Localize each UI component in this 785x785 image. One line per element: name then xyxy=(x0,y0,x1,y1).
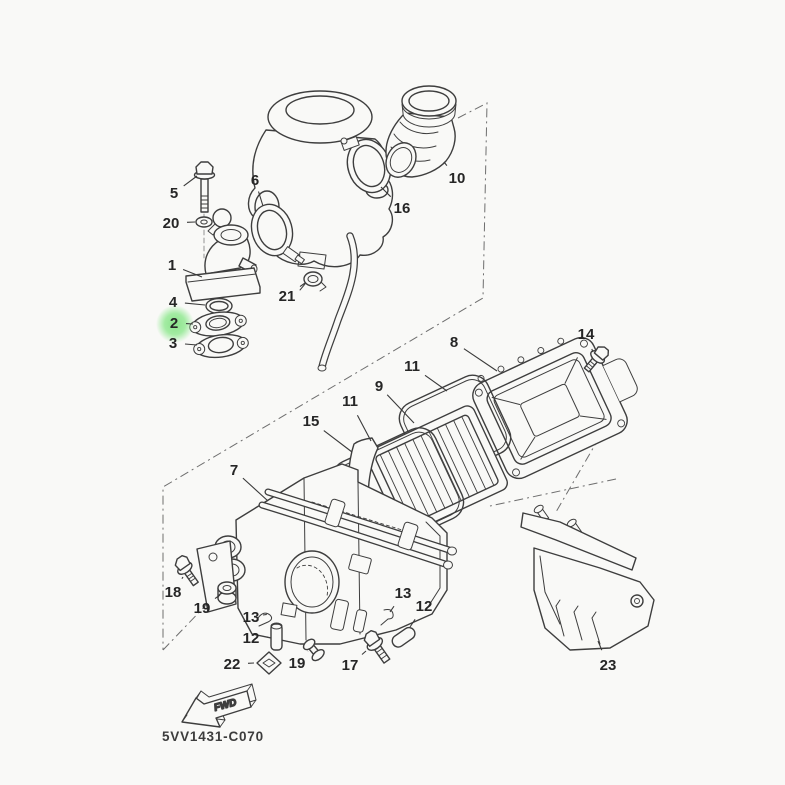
callout-label-3: 3 xyxy=(169,335,177,352)
tube-12-drawing xyxy=(270,622,283,651)
grommet-19-drawing xyxy=(217,581,237,605)
callout-leader-23 xyxy=(597,640,603,651)
case-7-drawing xyxy=(196,463,457,645)
callout-leader-16 xyxy=(380,186,392,198)
joint-1-drawing xyxy=(185,224,261,302)
callout-label-15: 15 xyxy=(303,413,320,430)
duct-10-drawing xyxy=(385,85,457,178)
callout-leader-15 xyxy=(323,430,353,453)
hose-drawing xyxy=(317,232,358,372)
callout-label-23: 23 xyxy=(600,657,617,674)
callout-label-7: 7 xyxy=(230,462,238,479)
callout-leader-10 xyxy=(443,161,448,166)
callout-leader-14 xyxy=(591,348,594,353)
fastener-19-drawing xyxy=(302,638,325,662)
callout-leader-13 xyxy=(262,613,267,616)
callout-leader-8 xyxy=(463,348,498,372)
clip-13-right-drawing xyxy=(380,609,394,626)
callout-leader-11 xyxy=(356,414,372,442)
bolt-17-drawing xyxy=(363,629,391,664)
callout-label-13: 13 xyxy=(395,585,412,602)
highlight-marker xyxy=(156,305,194,343)
clamp-6-drawing xyxy=(250,203,305,265)
callout-label-21: 21 xyxy=(279,288,296,305)
cap-12-drawing xyxy=(391,626,416,648)
callout-leader-4 xyxy=(184,302,206,306)
callout-label-4: 4 xyxy=(169,294,178,311)
callout-leader-12 xyxy=(409,618,416,628)
callout-label-19: 19 xyxy=(289,655,306,672)
clip-13-left-drawing xyxy=(257,612,273,627)
bracket-23-drawing xyxy=(520,504,655,651)
callout-label-5: 5 xyxy=(170,185,178,202)
cover-8-drawing xyxy=(472,336,638,480)
callout-label-2: 2 xyxy=(170,315,178,332)
callout-label-18: 18 xyxy=(165,584,182,601)
callout-leader-18 xyxy=(181,576,184,579)
callout-label-12: 12 xyxy=(416,598,433,615)
callout-leader-9 xyxy=(386,394,415,424)
bolt-14-drawing xyxy=(583,346,610,373)
oring-4-drawing xyxy=(205,297,233,315)
callout-label-14: 14 xyxy=(578,326,595,343)
callout-leader-21 xyxy=(299,282,306,288)
callout-leader-1 xyxy=(182,268,203,278)
callout-label-6: 6 xyxy=(251,172,259,189)
bolt-18-drawing xyxy=(174,554,199,587)
callout-label-8: 8 xyxy=(450,334,458,351)
callout-label-17: 17 xyxy=(342,657,359,674)
callout-label-10: 10 xyxy=(449,170,466,187)
diagram-code: 5VV1431-C070 xyxy=(162,729,264,744)
bolt-5-drawing xyxy=(193,161,216,259)
callout-label-13: 13 xyxy=(243,609,260,626)
callout-leader-7 xyxy=(242,477,269,502)
callout-label-1: 1 xyxy=(168,257,176,274)
callout-leader-5 xyxy=(183,175,198,187)
callout-label-11: 11 xyxy=(404,358,420,375)
fwd-arrow: FWD xyxy=(181,683,257,728)
callout-label-22: 22 xyxy=(224,656,241,673)
damper-22-drawing xyxy=(256,651,282,675)
callout-label-19: 19 xyxy=(194,600,211,617)
callout-label-11: 11 xyxy=(342,393,358,410)
callout-leader-13 xyxy=(389,605,395,613)
callout-leader-17 xyxy=(361,650,367,655)
callout-label-9: 9 xyxy=(375,378,383,395)
washer-20-drawing xyxy=(195,208,232,236)
callout-label-20: 20 xyxy=(163,215,180,232)
callout-leader-19 xyxy=(214,594,221,600)
callout-label-16: 16 xyxy=(394,200,411,217)
clip-21-drawing xyxy=(299,271,327,292)
callout-leader-3 xyxy=(184,343,198,346)
callout-label-12: 12 xyxy=(243,630,260,647)
callout-leader-6 xyxy=(257,191,264,207)
gasket-3-drawing xyxy=(193,333,249,359)
callout-leader-11 xyxy=(424,374,448,392)
